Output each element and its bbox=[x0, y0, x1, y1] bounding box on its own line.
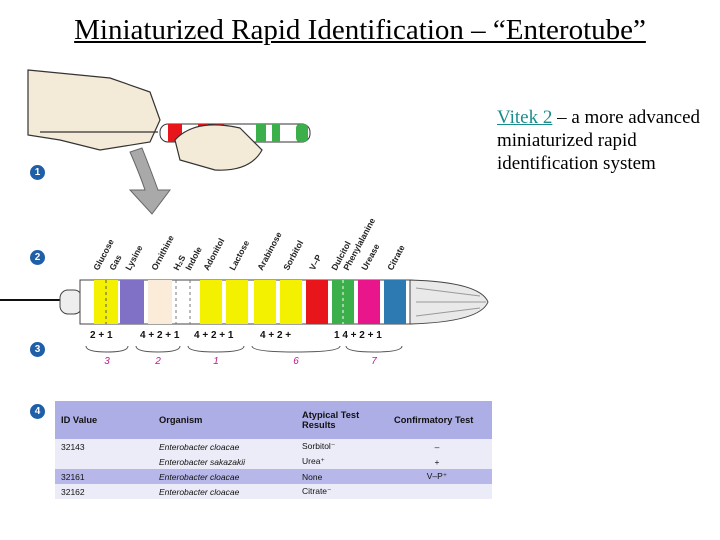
score-group: 4 + 2 + 1 bbox=[140, 330, 180, 341]
cell-organism: Enterobacter cloacae bbox=[153, 469, 296, 484]
cell-confirmatory: V–P⁺ bbox=[388, 469, 492, 484]
group-id: 3 bbox=[104, 356, 110, 367]
cell-id: 32162 bbox=[55, 484, 153, 499]
group-id: 1 bbox=[213, 356, 219, 367]
cell-organism: Enterobacter sakazakii bbox=[153, 454, 296, 469]
group-brackets bbox=[85, 345, 403, 353]
header-organism: Organism bbox=[153, 401, 296, 439]
cell-organism: Enterobacter cloacae bbox=[153, 439, 296, 454]
vitek-link[interactable]: Vitek 2 bbox=[497, 107, 553, 128]
cell-atypical: Citrate⁻ bbox=[296, 484, 388, 499]
step-4-badge: 4 bbox=[30, 404, 45, 419]
table-header-row: ID Value Organism Atypical Test Results … bbox=[55, 401, 492, 439]
cell-atypical: Sorbitol⁻ bbox=[296, 439, 388, 454]
header-confirmatory: Confirmatory Test bbox=[388, 401, 492, 439]
cell-atypical: None bbox=[296, 469, 388, 484]
table-row: 32162 Enterobacter cloacae Citrate⁻ bbox=[55, 484, 492, 499]
cell-organism: Enterobacter cloacae bbox=[153, 484, 296, 499]
cell-confirmatory: + bbox=[388, 454, 492, 469]
header-id-value: ID Value bbox=[55, 401, 153, 439]
step-3-badge: 3 bbox=[30, 342, 45, 357]
table-row: Enterobacter sakazakii Urea⁺ + bbox=[55, 454, 492, 469]
hand-right bbox=[174, 124, 263, 171]
cell-confirmatory: – bbox=[388, 439, 492, 454]
page-title: Miniaturized Rapid Identification – “Ent… bbox=[74, 14, 646, 46]
step-1-badge: 1 bbox=[30, 165, 45, 180]
cell-atypical: Urea⁺ bbox=[296, 454, 388, 469]
cell-id: 32161 bbox=[55, 469, 153, 484]
id-table: ID Value Organism Atypical Test Results … bbox=[55, 401, 492, 499]
score-group: 4 + 2 + bbox=[260, 330, 292, 341]
group-id: 6 bbox=[293, 356, 299, 367]
side-note: Vitek 2 – a more advanced miniaturized r… bbox=[497, 106, 712, 175]
score-group: 2 + 1 bbox=[90, 330, 113, 341]
hand-left bbox=[27, 69, 161, 151]
group-id: 2 bbox=[155, 356, 161, 367]
down-arrow bbox=[128, 147, 171, 215]
cell-confirmatory bbox=[388, 484, 492, 499]
header-atypical: Atypical Test Results bbox=[296, 401, 388, 439]
table-row: 32161 Enterobacter cloacae None V–P⁺ bbox=[55, 469, 492, 484]
enterotube bbox=[0, 279, 489, 325]
cell-id: 32143 bbox=[55, 439, 153, 454]
table-row: 32143 Enterobacter cloacae Sorbitol⁻ – bbox=[55, 439, 492, 454]
cell-id bbox=[55, 454, 153, 469]
side-note-text: – a more advanced miniaturized rapid ide… bbox=[497, 107, 701, 174]
step-2-badge: 2 bbox=[30, 250, 45, 265]
score-group: 1 4 + 2 + 1 bbox=[334, 330, 382, 341]
score-group: 4 + 2 + 1 bbox=[194, 330, 234, 341]
group-id: 7 bbox=[371, 356, 377, 367]
